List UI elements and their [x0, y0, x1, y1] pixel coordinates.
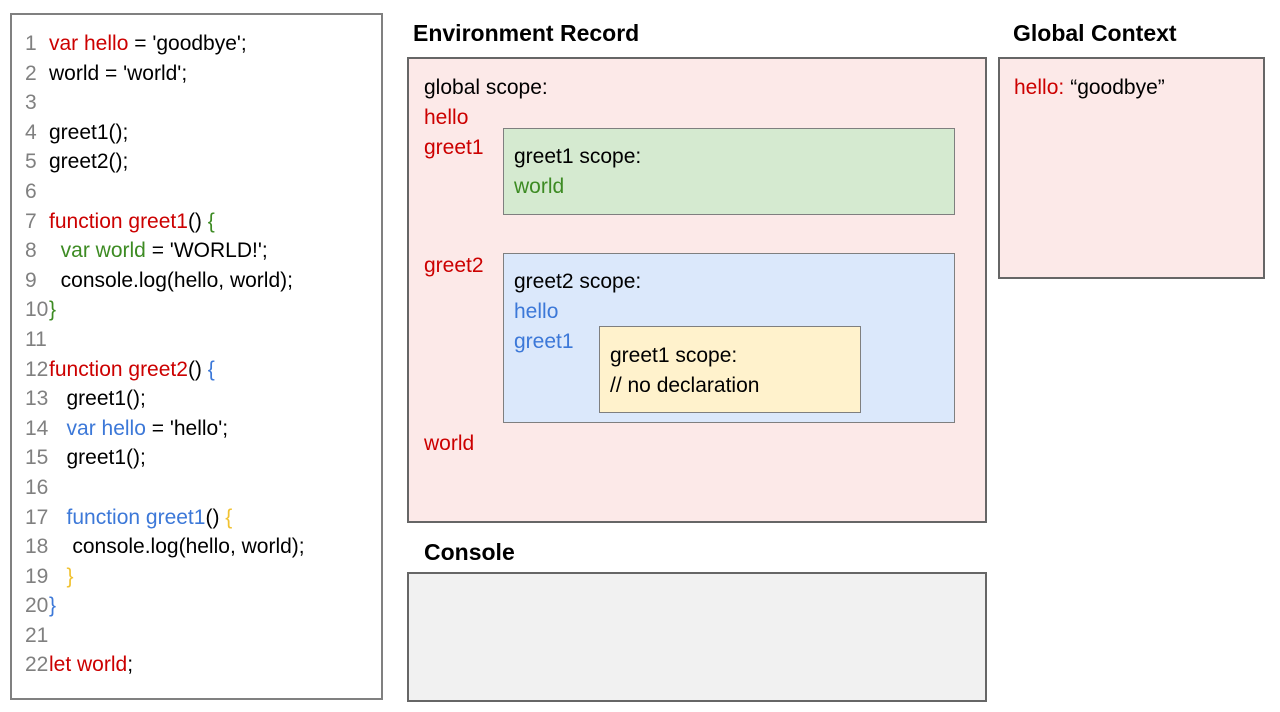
code-text: } — [49, 298, 57, 322]
code-line: 19 } — [12, 562, 381, 592]
code-text: } — [66, 564, 74, 588]
global-context-panel: hello:“goodbye” — [998, 57, 1265, 279]
console-title: Console — [424, 539, 515, 565]
global-binding-hello: hello — [424, 106, 469, 129]
code-line: 20} — [12, 591, 381, 621]
line-number: 4 — [25, 120, 37, 144]
line-number: 9 — [25, 268, 37, 292]
code-text: greet2(); — [49, 150, 129, 174]
line-number: 1 — [25, 32, 37, 55]
code-line: 5 greet2(); — [12, 147, 381, 177]
line-number: 16 — [25, 475, 49, 499]
line-number: 21 — [25, 623, 49, 647]
line-number: 2 — [25, 61, 37, 85]
line-number: 22 — [25, 653, 49, 677]
code-line: 21 — [12, 621, 381, 651]
greet1-scope-label: greet1 scope: — [514, 145, 642, 168]
console-panel — [407, 572, 987, 702]
line-number: 20 — [25, 594, 49, 618]
code-panel: 1 var hello = 'goodbye'; 2 world = 'world';… — [10, 13, 383, 700]
inner-greet1-scope-comment: // no declaration — [610, 373, 760, 397]
global-context-entry-value: “goodbye” — [1070, 76, 1165, 99]
code-line: 13 greet1(); — [12, 384, 381, 414]
inner-greet1-scope-label: greet1 scope: — [610, 344, 738, 367]
greet1-scope-box: greet1 scope: world — [503, 128, 955, 215]
line-number: 14 — [25, 416, 49, 440]
greet2-scope-box: greet2 scope: hello greet1 greet1 scope:… — [503, 253, 955, 423]
inner-greet1-scope-box: greet1 scope: // no declaration — [599, 326, 861, 413]
code-text: var hello = 'goodbye'; — [49, 32, 247, 55]
line-number: 17 — [25, 505, 49, 529]
code-line: 18 console.log(hello, world); — [12, 532, 381, 562]
code-line: 3 — [12, 88, 381, 118]
code-line: 9 console.log(hello, world); — [12, 266, 381, 296]
line-number: 11 — [25, 327, 47, 351]
code-lines: 1 var hello = 'goodbye'; 2 world = 'world';… — [12, 29, 381, 680]
code-text: } — [49, 594, 57, 618]
code-line: 10} — [12, 295, 381, 325]
line-number: 19 — [25, 564, 49, 588]
global-scope-label: global scope: — [424, 76, 548, 99]
code-text: greet1(); — [49, 120, 129, 144]
code-text: var world = 'WORLD!'; — [60, 239, 268, 263]
code-line: 14 var hello = 'hello'; — [12, 414, 381, 444]
global-binding-greet1: greet1 — [424, 136, 484, 159]
greet1-scope-binding-world: world — [514, 174, 565, 198]
code-line: 11 — [12, 325, 381, 355]
code-line: 4 greet1(); — [12, 118, 381, 148]
line-number: 18 — [25, 535, 49, 559]
code-text: var hello = 'hello'; — [66, 416, 229, 440]
greet2-scope-binding-hello: hello — [514, 299, 559, 323]
code-line: 17 function greet1() { — [12, 503, 381, 533]
code-line: 8 var world = 'WORLD!'; — [12, 236, 381, 266]
line-number: 12 — [25, 357, 49, 381]
code-text: greet1(); — [49, 446, 146, 470]
code-text: console.log(hello, world); — [49, 535, 305, 559]
code-text: world = 'world'; — [49, 61, 188, 85]
code-text: function greet1() { — [66, 505, 233, 529]
code-text: let world; — [49, 653, 134, 677]
code-text: console.log(hello, world); — [49, 268, 293, 292]
global-binding-world: world — [424, 432, 475, 455]
code-text: greet1(); — [49, 387, 146, 411]
line-number: 3 — [25, 91, 37, 115]
code-line: 2 world = 'world'; — [12, 59, 381, 89]
code-line: 6 — [12, 177, 381, 207]
greet2-scope-binding-greet1: greet1 — [514, 329, 574, 353]
greet2-scope-label: greet2 scope: — [514, 270, 642, 293]
line-number: 6 — [25, 179, 37, 203]
code-line: 15 greet1(); — [12, 443, 381, 473]
line-number: 5 — [25, 150, 37, 174]
line-number: 10 — [25, 298, 49, 322]
line-number: 8 — [25, 239, 37, 263]
global-context-entry: hello:“goodbye” — [1014, 73, 1263, 103]
environment-record-panel: global scope: hello greet1 greet2 world … — [407, 57, 987, 523]
global-context-title: Global Context — [1013, 20, 1177, 46]
line-number: 13 — [25, 387, 49, 411]
global-binding-greet2: greet2 — [424, 254, 484, 277]
global-context-entry-key: hello: — [1014, 76, 1065, 99]
line-number: 7 — [25, 209, 37, 233]
line-number: 15 — [25, 446, 49, 470]
environment-record-title: Environment Record — [413, 20, 640, 46]
code-line: 1 var hello = 'goodbye'; — [12, 29, 381, 59]
code-text: function greet1() { — [49, 209, 215, 233]
code-line: 16 — [12, 473, 381, 503]
code-text: function greet2() { — [49, 357, 215, 381]
code-line: 7 function greet1() { — [12, 207, 381, 237]
